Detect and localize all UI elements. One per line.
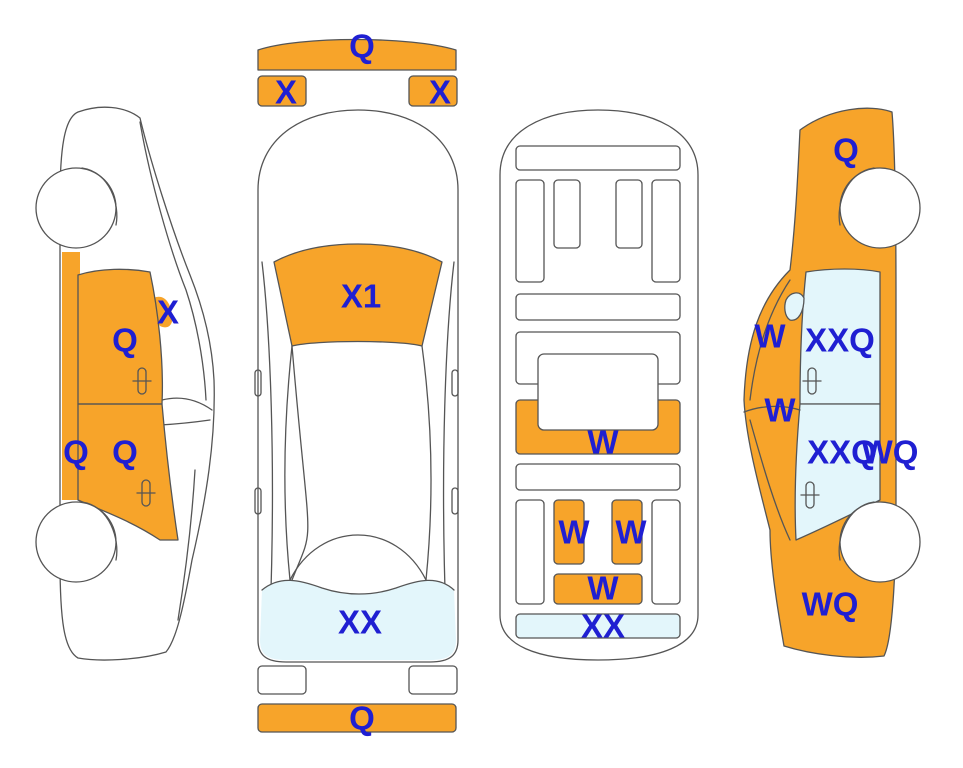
label-rear-glass: XX <box>338 604 382 641</box>
floor-rear-panel <box>516 614 680 638</box>
floor-seat-rear-panel <box>554 574 642 604</box>
label-front-left-light: X <box>275 74 297 111</box>
rear-left-light <box>257 665 307 695</box>
rear-glass-panel <box>260 580 456 660</box>
left-side-window-line <box>161 397 213 411</box>
label-rear-bumper: Q <box>349 700 375 737</box>
label-right-mirror: W <box>754 318 786 355</box>
label-right-rear-window: XXQ <box>807 434 877 471</box>
front-left-light-panel <box>258 76 306 106</box>
left-side-sill-line <box>177 469 196 621</box>
right-mirror-panel <box>784 292 804 321</box>
label-floor-seat-left: W <box>558 514 590 551</box>
label-floor-seat-rear: W <box>587 570 619 607</box>
label-right-rear-fender: WQ <box>802 586 859 623</box>
label-floor-rear-panel: XX <box>581 608 625 645</box>
label-hood: X1 <box>341 278 381 315</box>
front-bumper-panel <box>258 39 456 70</box>
left-rear-fender-panel <box>62 252 80 500</box>
label-right-front-window: XXQ <box>805 322 875 359</box>
left-rear-door-panel <box>78 404 178 540</box>
top-view-windshield-line <box>291 345 309 581</box>
label-front-right-light: X <box>429 74 451 111</box>
right-rear-window-panel <box>795 404 880 540</box>
floor-seat-right-panel <box>612 500 642 564</box>
right-side-view <box>743 107 921 658</box>
label-right-pillar: W <box>764 392 796 429</box>
front-right-light-panel <box>409 76 457 106</box>
rear-right-light <box>408 665 458 695</box>
left-side-view <box>35 106 215 661</box>
label-left-rear-door: Q <box>112 434 138 471</box>
label-left-front-door: Q <box>112 322 138 359</box>
label-floor-mid: W <box>587 424 619 461</box>
label-floor-seat-right: W <box>615 514 647 551</box>
floor-view <box>499 109 699 661</box>
label-front-bumper: Q <box>349 28 375 65</box>
top-view <box>254 38 459 733</box>
floor-seat-left-panel <box>554 500 584 564</box>
rear-bumper-panel <box>258 704 456 732</box>
label-left-rear-fender: Q <box>63 434 89 471</box>
damage-labels: Q X X X1 XX Q Q X Q Q Q W XXQ W XXQ WQ W… <box>63 28 918 737</box>
right-front-window-panel <box>800 269 880 404</box>
label-right-rear-door: WQ <box>862 434 919 471</box>
hood-panel <box>274 244 442 346</box>
label-left-front-window: X <box>157 294 179 331</box>
floor-console <box>537 353 659 431</box>
left-side-roof-line <box>139 121 207 401</box>
label-right-front-fender: Q <box>833 132 859 169</box>
left-front-door-panel <box>78 269 163 404</box>
